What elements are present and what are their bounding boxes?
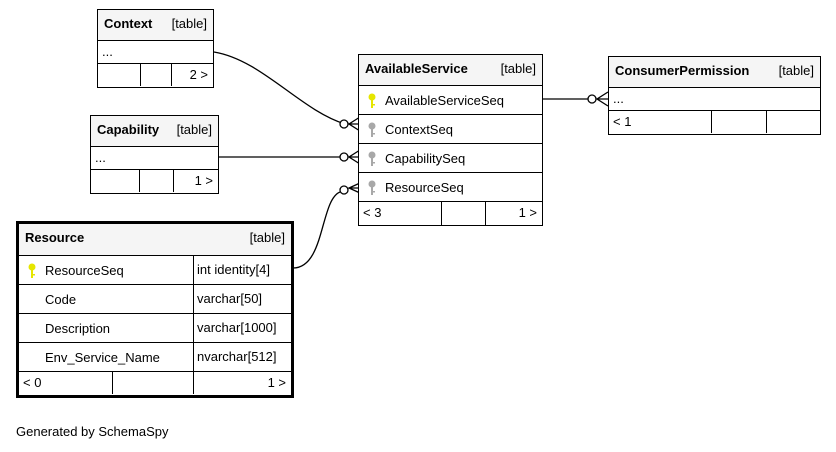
column-name: Description — [45, 321, 111, 336]
collapsed-columns: ... — [613, 91, 624, 106]
relation-consumer-crowfoot — [595, 91, 609, 107]
footer-cell — [766, 111, 820, 133]
table-footer: < 1 — [609, 111, 820, 133]
footer-cell: 2 > — [171, 64, 213, 86]
table-row: Env_Service_Name nvarchar[512] — [19, 343, 291, 372]
table-row: ResourceSeq int identity[4] — [19, 256, 291, 285]
table-row: ... — [91, 147, 218, 170]
parents-count: < 0 — [23, 375, 42, 390]
primary-key-icon — [28, 263, 36, 278]
table-consumer-permission[interactable]: ConsumerPermission [table] ... < 1 — [608, 56, 821, 135]
footer-cell: 1 > — [193, 372, 291, 394]
relation-context-zero-marker — [339, 119, 349, 129]
children-count: 1 > — [518, 205, 537, 220]
foreign-key-icon — [368, 180, 376, 195]
table-name: Context — [104, 16, 153, 31]
table-kind: [table] — [500, 61, 536, 76]
table-kind: [table] — [176, 122, 212, 137]
table-row: Code varchar[50] — [19, 285, 291, 314]
table-name: Resource — [25, 230, 85, 245]
table-name: Capability — [97, 122, 160, 137]
table-row: Description varchar[1000] — [19, 314, 291, 343]
footer-cell: 1 > — [173, 170, 218, 192]
column-name: ResourceSeq — [385, 180, 464, 195]
parents-count: < 1 — [613, 114, 632, 129]
table-header: Resource [table] — [19, 224, 291, 256]
table-kind: [table] — [171, 16, 207, 31]
collapsed-columns: ... — [102, 44, 113, 59]
column-name: CapabilitySeq — [385, 151, 466, 166]
children-count: 1 > — [194, 173, 213, 188]
relation-resource-zero-marker — [339, 185, 349, 195]
table-footer: < 3 1 > — [359, 202, 542, 226]
relation-resource-line — [292, 191, 341, 269]
footer-cell — [139, 170, 140, 192]
column-name: ContextSeq — [385, 122, 453, 137]
table-name: ConsumerPermission — [615, 63, 750, 78]
collapsed-columns: ... — [95, 150, 106, 165]
table-name: AvailableService — [365, 61, 468, 76]
table-footer: 2 > — [98, 64, 213, 86]
footer-cell — [441, 202, 442, 226]
table-header: Context [table] — [98, 10, 213, 41]
column-name: AvailableServiceSeq — [385, 93, 504, 108]
generator-credit: Generated by SchemaSpy — [16, 424, 169, 439]
parents-count: < 3 — [363, 205, 382, 220]
column-name: Code — [45, 292, 77, 307]
children-count: 1 > — [267, 375, 286, 390]
children-count: 2 > — [189, 67, 208, 82]
footer-cell — [711, 111, 712, 133]
table-row: ResourceSeq — [359, 173, 542, 202]
footer-cell — [140, 64, 141, 86]
table-context[interactable]: Context [table] ... 2 > — [97, 9, 214, 88]
relation-consumer-zero-marker — [587, 94, 597, 104]
column-type: int identity[4] — [193, 256, 291, 284]
foreign-key-icon — [368, 151, 376, 166]
table-available-service[interactable]: AvailableService [table] AvailableServic… — [358, 54, 543, 226]
column-type: varchar[1000] — [193, 314, 291, 342]
column-name: Env_Service_Name — [45, 350, 160, 365]
table-kind: [table] — [778, 63, 814, 78]
table-row: ContextSeq — [359, 115, 542, 144]
primary-key-icon — [368, 93, 376, 108]
table-header: Capability [table] — [91, 116, 218, 147]
table-footer: < 0 1 > — [19, 372, 291, 394]
foreign-key-icon — [368, 122, 376, 137]
table-row: CapabilitySeq — [359, 144, 542, 173]
table-row: AvailableServiceSeq — [359, 86, 542, 115]
footer-cell — [112, 372, 113, 394]
relation-capability-zero-marker — [339, 152, 349, 162]
table-capability[interactable]: Capability [table] ... 1 > — [90, 115, 219, 194]
table-header: ConsumerPermission [table] — [609, 57, 820, 88]
column-name: ResourceSeq — [45, 263, 124, 278]
table-header: AvailableService [table] — [359, 55, 542, 86]
table-resource[interactable]: Resource [table] ResourceSeq int identit… — [16, 221, 294, 398]
table-footer: 1 > — [91, 170, 218, 192]
table-row: ... — [609, 88, 820, 111]
relation-context-line — [213, 51, 352, 125]
column-type: nvarchar[512] — [193, 343, 291, 371]
table-kind: [table] — [249, 230, 285, 245]
table-row: ... — [98, 41, 213, 64]
footer-cell: 1 > — [485, 202, 542, 226]
column-type: varchar[50] — [193, 285, 291, 313]
